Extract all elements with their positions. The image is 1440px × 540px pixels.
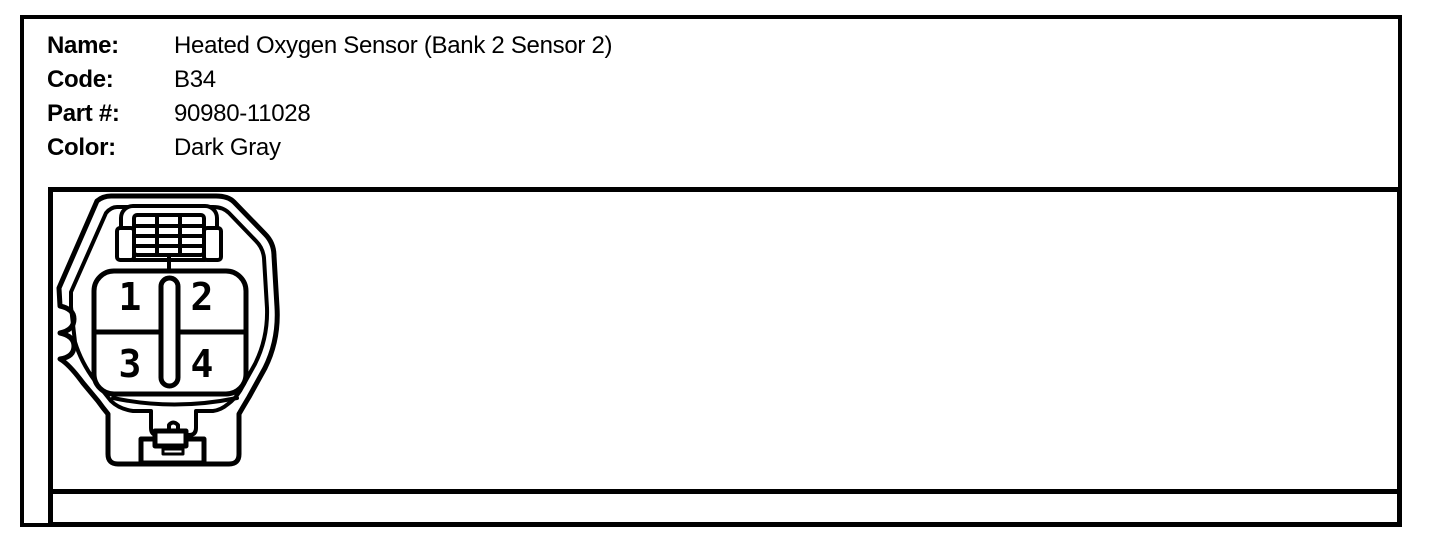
name-value: Heated Oxygen Sensor (Bank 2 Sensor 2) [174, 32, 613, 59]
footer-divider-line [53, 489, 1397, 494]
info-row-name: Name: Heated Oxygen Sensor (Bank 2 Senso… [47, 29, 612, 63]
keyway-bar [158, 275, 181, 389]
info-row-code: Code: B34 [47, 63, 612, 97]
info-row-color: Color: Dark Gray [47, 131, 612, 165]
pin-number-4: 4 [191, 342, 214, 386]
bottom-tab-slot [161, 447, 185, 456]
page-frame: Name: Heated Oxygen Sensor (Bank 2 Senso… [20, 15, 1402, 527]
bottom-tab [138, 428, 207, 466]
pin-block: 1 2 3 4 [91, 268, 249, 397]
latch-side-tab-left [115, 226, 136, 262]
info-row-part-number: Part #: 90980-11028 [47, 97, 612, 131]
bottom-tab-raised [152, 428, 189, 449]
latch-side-tab-right [202, 226, 223, 262]
pin-number-3: 3 [119, 342, 142, 386]
footer-strip [53, 494, 1397, 522]
code-value: B34 [174, 66, 216, 93]
connector-diagram-panel: 1 2 3 4 [48, 187, 1402, 527]
body-bottom-contour [111, 396, 239, 407]
part-info-header: Name: Heated Oxygen Sensor (Bank 2 Senso… [47, 29, 612, 165]
connector-diagram: 1 2 3 4 [56, 193, 280, 467]
color-value: Dark Gray [174, 134, 281, 161]
code-label: Code: [47, 66, 114, 93]
name-label: Name: [47, 32, 119, 59]
part-number-label: Part #: [47, 100, 120, 127]
part-number-value: 90980-11028 [174, 100, 311, 127]
pin-number-2: 2 [191, 275, 214, 319]
color-label: Color: [47, 134, 116, 161]
pin-number-1: 1 [119, 275, 142, 319]
latch-assembly [115, 204, 223, 262]
